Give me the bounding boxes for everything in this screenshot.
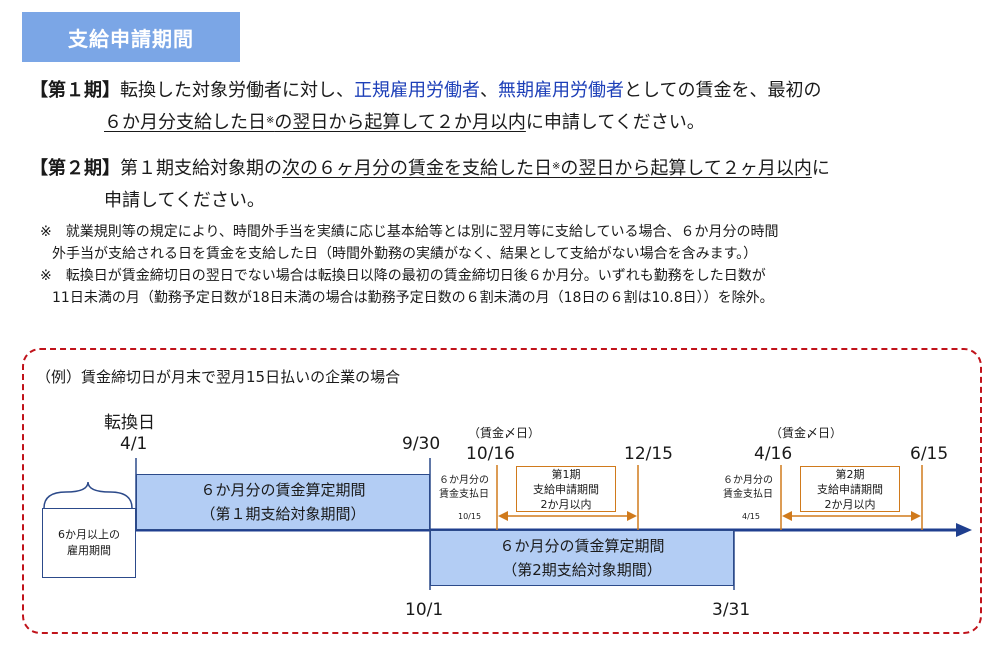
closing-day-note-1: （賃金〆日） <box>468 426 541 440</box>
pay-day-2-label: ６か月分の 賃金支払日 <box>723 475 773 500</box>
period1-calc-box: ６か月分の賃金算定期間 （第１期支給対象期間） <box>136 474 430 530</box>
date-12-15: 12/15 <box>624 444 673 464</box>
timeline-arrowhead <box>956 523 972 537</box>
conversion-day-label: 転換日 <box>104 413 155 433</box>
pay-day-2-date: 4/15 <box>742 512 760 521</box>
bracket-app1 <box>496 465 639 530</box>
date-4-1: 4/1 <box>120 434 148 454</box>
period1-label: 【第１期】 <box>30 80 120 101</box>
app-period-1-box: 第1期 支給申請期間 2か月以内 <box>516 466 616 512</box>
indefinite-worker-text: 無期雇用労働者 <box>498 80 624 101</box>
note-1-line2: 外手当が支給される日を賃金を支給した日（時間外勤務の実績がなく、結果として支給が… <box>52 246 758 262</box>
period1-line2: ６か月分支給した日※の翌日から起算して２か月以内に申請してください。 <box>104 112 705 133</box>
regular-worker-text: 正規雇用労働者 <box>354 80 480 101</box>
example-frame <box>22 348 982 634</box>
period2-line2: 申請してください。 <box>104 190 265 211</box>
date-3-31: 3/31 <box>712 600 751 620</box>
app-period-2-box: 第2期 支給申請期間 2か月以内 <box>800 466 900 512</box>
bracket-app2 <box>780 465 923 530</box>
example-title: （例）賃金締切日が月末で翌月15日払いの企業の場合 <box>36 368 401 386</box>
date-4-16: 4/16 <box>754 444 793 464</box>
pay-day-1-label: ６か月分の 賃金支払日 <box>439 475 489 500</box>
date-6-15: 6/15 <box>910 444 949 464</box>
closing-day-note-2: （賃金〆日） <box>770 426 843 440</box>
period1-line1: 【第１期】転換した対象労働者に対し、正規雇用労働者、無期雇用労働者としての賃金を… <box>30 80 822 101</box>
note-2-line2: 11日未満の月（勤務予定日数が18日未満の場合は勤務予定日数の６割未満の月（18… <box>52 290 774 306</box>
period2-line1: 【第２期】第１期支給対象期の次の６ヶ月分の賃金を支給した日※の翌日から起算して２… <box>30 158 830 179</box>
note-2-line1: ※ 転換日が賃金締切日の翌日でない場合は転換日以降の最初の賃金締切日後６か月分。… <box>40 268 766 284</box>
employment-brace <box>43 481 133 509</box>
date-10-16: 10/16 <box>466 444 515 464</box>
date-10-1: 10/1 <box>405 600 444 620</box>
note-1-line1: ※ 就業規則等の規定により、時間外手当を実績に応じ基本給等とは別に翌月等に支給し… <box>40 224 779 240</box>
section-title: 支給申請期間 <box>22 12 240 62</box>
period2-label: 【第２期】 <box>30 158 120 179</box>
date-9-30: 9/30 <box>402 434 441 454</box>
pay-day-1-date: 10/15 <box>458 512 482 521</box>
period2-calc-box: ６か月分の賃金算定期間 （第2期支給対象期間） <box>430 530 734 586</box>
employment-period-box: 6か月以上の 雇用期間 <box>42 508 136 578</box>
